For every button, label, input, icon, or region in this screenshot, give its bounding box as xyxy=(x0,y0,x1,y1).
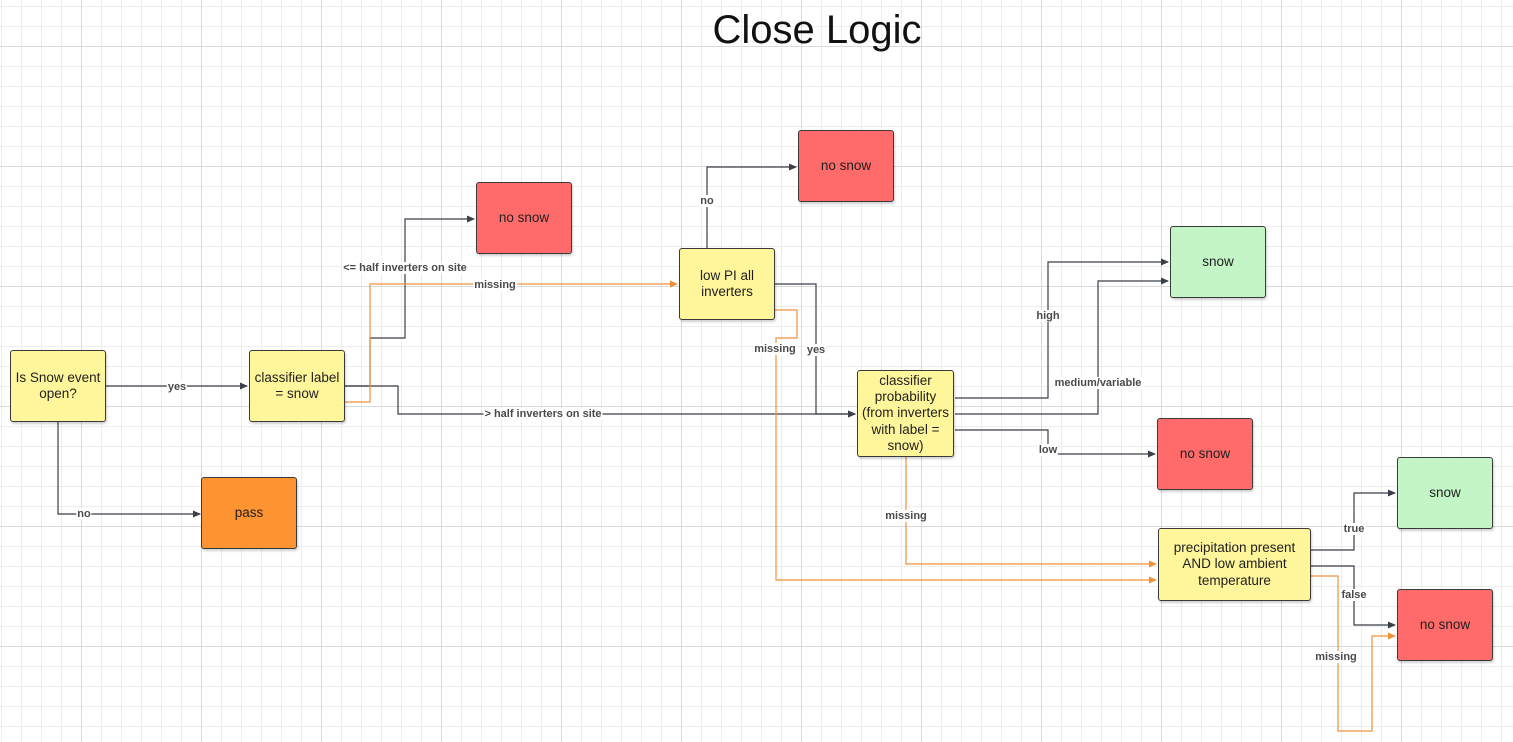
edge-label-medium: medium/variable xyxy=(1053,377,1143,389)
edge-missing-classifier xyxy=(345,280,678,403)
edge-label-missing-classifier: missing xyxy=(473,279,517,291)
node-low-pi[interactable]: low PI all inverters xyxy=(679,248,775,320)
node-snow-event-open[interactable]: Is Snow event open? xyxy=(10,350,106,422)
edge-label-le-half: <= half inverters on site xyxy=(342,262,468,274)
edge-label-prob-missing: missing xyxy=(884,510,928,522)
edge-prob-missing xyxy=(905,457,1157,568)
edge-label-gt-half: > half inverters on site xyxy=(483,408,603,420)
node-no-snow-upper[interactable]: no snow xyxy=(476,182,572,254)
node-classifier-label[interactable]: classifier label = snow xyxy=(249,350,345,422)
diagram-title: Close Logic xyxy=(712,8,922,52)
node-pass[interactable]: pass xyxy=(201,477,297,549)
node-no-snow-top[interactable]: no snow xyxy=(798,130,894,202)
node-snow-right[interactable]: snow xyxy=(1397,457,1493,529)
edge-gt-half xyxy=(345,385,856,418)
node-no-snow-right[interactable]: no snow xyxy=(1397,589,1493,661)
edge-pi-no xyxy=(706,163,797,248)
node-classifier-probability[interactable]: classifier probability (from inverters w… xyxy=(857,370,954,457)
edge-low xyxy=(955,429,1156,458)
edge-pi-missing xyxy=(774,309,1157,584)
edge-no xyxy=(57,422,201,518)
edge-label-pi-yes: yes xyxy=(805,344,827,356)
edge-medium xyxy=(955,277,1169,415)
edge-label-no: no xyxy=(76,508,92,520)
edge-label-low: low xyxy=(1037,444,1059,456)
edge-high xyxy=(955,258,1169,399)
node-precipitation[interactable]: precipitation present AND low ambient te… xyxy=(1158,528,1311,601)
edge-le-half xyxy=(345,215,475,387)
node-snow-upper[interactable]: snow xyxy=(1170,226,1266,298)
edge-label-true: true xyxy=(1342,523,1366,535)
edge-true xyxy=(1311,489,1396,551)
edge-label-high: high xyxy=(1035,310,1061,322)
node-no-snow-mid[interactable]: no snow xyxy=(1157,418,1253,490)
edge-label-pi-missing: missing xyxy=(753,343,797,355)
edge-precip-missing xyxy=(1311,575,1396,732)
edge-label-precip-missing: missing xyxy=(1314,651,1358,663)
edge-label-yes: yes xyxy=(166,381,188,393)
edge-label-pi-no: no xyxy=(699,195,715,207)
edge-label-false: false xyxy=(1340,589,1368,601)
